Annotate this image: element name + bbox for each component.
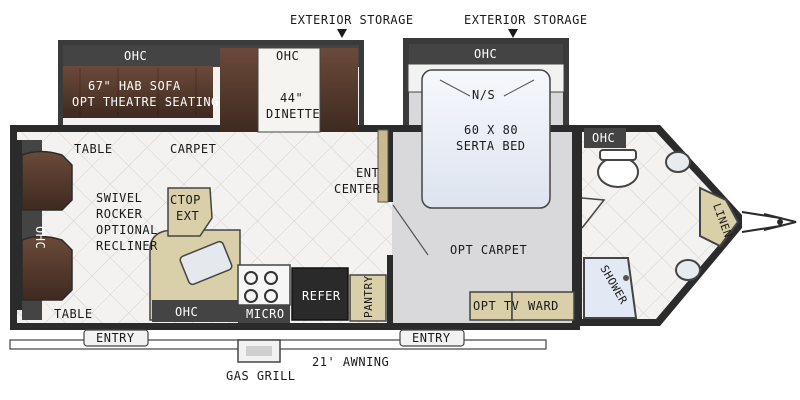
dinette-label-2: DINETTE [266,107,320,121]
ns-label: N/S [472,88,495,102]
entry-label-left: ENTRY [96,331,135,345]
carpet-label: CARPET [170,142,216,156]
ent-label-1: ENT [356,166,379,180]
rear-ohc [12,140,22,310]
pantry-label: PANTRY [362,275,375,318]
swivel-label-2: ROCKER [96,207,143,221]
swivel-label-4: RECLINER [96,239,158,253]
swivel-label-1: SWIVEL [96,191,142,205]
ohc-dinette: OHC [276,49,299,63]
opt-tv-label: OPT TV [473,299,519,313]
dinette-label-1: 44" [280,91,303,105]
awning [9,329,547,363]
bed-label-2: SERTA BED [456,139,526,153]
ctop-label-1: CTOP [170,193,201,207]
storage-arrow-right-icon [508,29,518,38]
front-bathroom [572,125,742,326]
dinette [220,47,358,133]
bed-label-1: 60 X 80 [464,123,518,137]
exterior-storage-left: EXTERIOR STORAGE [290,13,414,27]
table-bottom-label: TABLE [54,307,93,321]
kitchen [149,187,387,323]
sofa-label-2: OPT THEATRE SEATING [72,95,219,109]
hitch [741,211,797,233]
ward-label: WARD [528,299,559,313]
opt-carpet-label: OPT CARPET [450,243,527,257]
ent-center [377,129,389,203]
sofa-label-1: 67" HAB SOFA [88,79,181,93]
exterior-storage-right: EXTERIOR STORAGE [464,13,588,27]
bed [407,63,565,209]
sofa [63,66,213,118]
awning-label: 21' AWNING [312,355,389,369]
ent-label-2: CENTER [334,182,381,196]
ohc-rear: OHC [33,226,47,249]
ctop-label-2: EXT [176,209,199,223]
storage-arrow-left-icon [337,29,347,38]
ohc-bath: OHC [592,131,615,145]
entry-label-right: ENTRY [412,331,451,345]
table-top-label: TABLE [74,142,113,156]
refer-label: REFER [302,289,341,303]
swivel-rocker-bottom [21,235,73,301]
gas-grill-label: GAS GRILL [226,369,296,383]
ohc-kitchen: OHC [175,305,198,319]
micro-label: MICRO [246,307,285,321]
ohc-sofa: OHC [124,49,147,63]
ohc-bed: OHC [474,47,497,61]
swivel-label-3: OPTIONAL [96,223,158,237]
swivel-rocker-top [21,150,73,211]
wardrobe [469,291,575,321]
